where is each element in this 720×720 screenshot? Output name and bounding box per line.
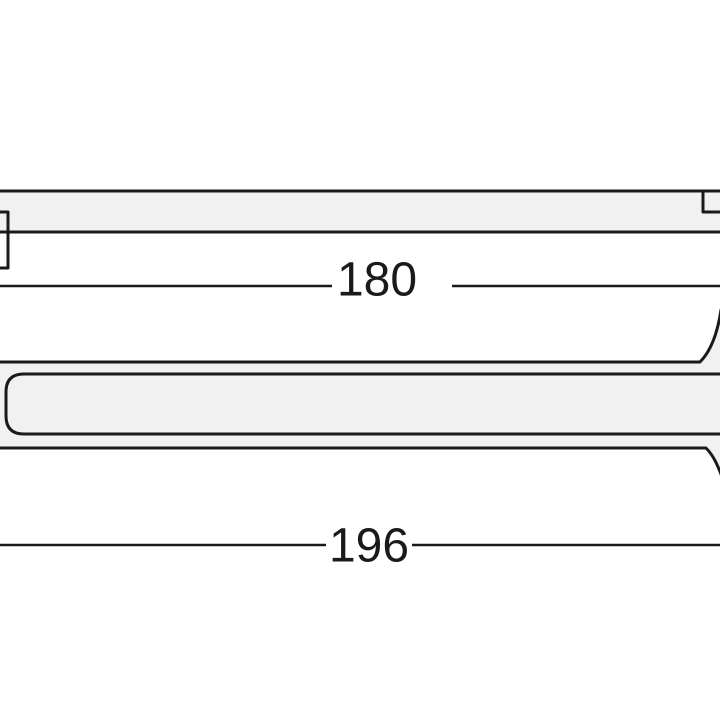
- front-view-inner-bar: [4, 372, 720, 436]
- front-view-outer-profile: [0, 308, 720, 476]
- front-view: [0, 308, 720, 476]
- dimension-196: 196: [0, 520, 720, 573]
- top-view-left-bracket: [0, 210, 10, 270]
- dimension-196-label: 196: [329, 520, 409, 573]
- dimension-180: 180: [0, 254, 720, 307]
- top-view-bar-body: [0, 189, 720, 234]
- top-view-right-bracket: [701, 189, 720, 214]
- top-view: [0, 189, 720, 270]
- dimension-180-label: 180: [337, 254, 417, 307]
